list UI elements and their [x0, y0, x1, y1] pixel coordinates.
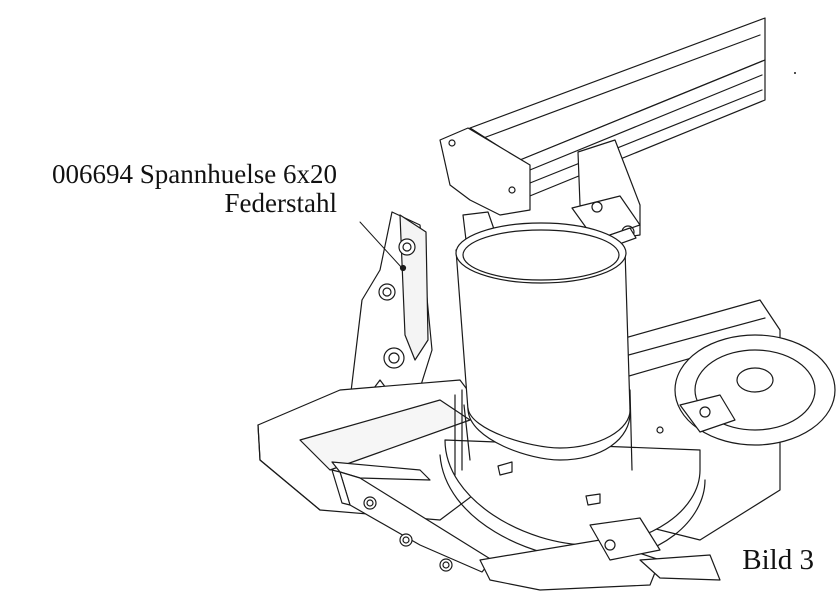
stray-mark [794, 72, 796, 74]
part-callout: 006694 Spannhuelse 6x20 Federstahl [52, 160, 337, 218]
figure-label: Bild 3 [742, 544, 814, 576]
callout-leader-line [360, 222, 402, 268]
mounting-plate [440, 128, 530, 215]
lower-bar [332, 462, 492, 572]
part-callout-line1: 006694 Spannhuelse 6x20 [52, 159, 337, 189]
part-callout-line2: Federstahl [224, 188, 337, 218]
blades [480, 518, 720, 590]
